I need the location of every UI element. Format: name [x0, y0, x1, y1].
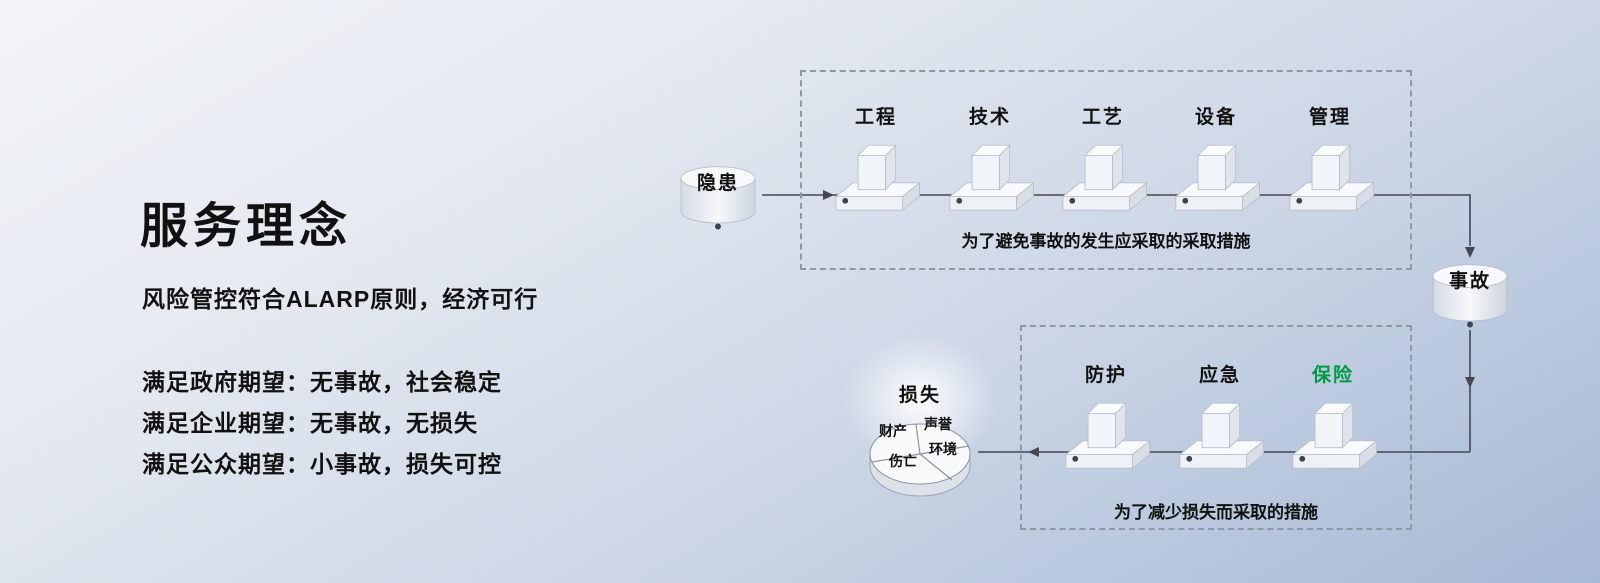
accident-label: 事故 — [1448, 271, 1491, 292]
loss-label: 损失 — [898, 385, 941, 406]
accident-node: 事故 — [1426, 262, 1514, 329]
loss-node — [860, 404, 980, 500]
barrier-pedestal-icon — [1062, 144, 1147, 211]
barrier-block: 工程 — [829, 102, 923, 217]
barrier-block: 设备 — [1169, 102, 1263, 217]
expectation-line: 满足公众期望：小事故，损失可控 — [142, 451, 502, 477]
barrier-label: 工艺 — [1081, 107, 1124, 128]
expectation-line: 满足政府期望：无事故，社会稳定 — [142, 369, 502, 395]
mitigation-group-box — [1020, 325, 1412, 530]
loss-pie-icon — [869, 423, 971, 497]
barrier-label: 管理 — [1308, 107, 1351, 128]
loss-category: 声誉 — [924, 416, 952, 432]
loss-category: 伤亡 — [889, 453, 917, 469]
barrier-label: 应急 — [1198, 365, 1241, 386]
barrier-block: 应急 — [1173, 360, 1267, 475]
prevention-caption: 为了避免事故的发生应采取的采取措施 — [961, 232, 1251, 251]
prevention-group-box — [800, 70, 1412, 270]
hazard-node: 隐患 — [674, 164, 762, 231]
barrier-label: 工程 — [854, 107, 897, 128]
loss-category: 环境 — [929, 441, 957, 457]
barrier-pedestal-icon — [1175, 144, 1260, 211]
barrier-label-insurance: 保险 — [1311, 365, 1354, 386]
barrier-pedestal-icon — [1179, 402, 1264, 469]
subtitle: 风险管控符合ALARP原则，经济可行 — [142, 286, 539, 312]
barrier-block: 技术 — [943, 102, 1037, 217]
barrier-block: 保险 — [1286, 360, 1380, 475]
barrier-pedestal-icon — [1289, 144, 1374, 211]
barrier-block: 防护 — [1059, 360, 1153, 475]
loss-category: 财产 — [879, 423, 907, 439]
barrier-pedestal-icon — [949, 144, 1034, 211]
hazard-label: 隐患 — [696, 173, 739, 194]
barrier-pedestal-icon — [1065, 402, 1150, 469]
expectation-line: 满足企业期望：无事故，无损失 — [142, 410, 478, 436]
barrier-pedestal-icon — [835, 144, 920, 211]
barrier-pedestal-icon — [1292, 402, 1377, 469]
expectations-list: 满足政府期望：无事故，社会稳定 满足企业期望：无事故，无损失 满足公众期望：小事… — [142, 362, 502, 485]
barrier-label: 防护 — [1084, 365, 1127, 386]
mitigation-caption: 为了减少损失而采取的措施 — [1114, 503, 1318, 522]
barrier-label: 设备 — [1194, 107, 1237, 128]
barrier-label: 技术 — [968, 107, 1011, 128]
barrier-block: 工艺 — [1056, 102, 1150, 217]
page-title: 服务理念 — [140, 200, 353, 253]
barrier-block: 管理 — [1283, 102, 1377, 217]
